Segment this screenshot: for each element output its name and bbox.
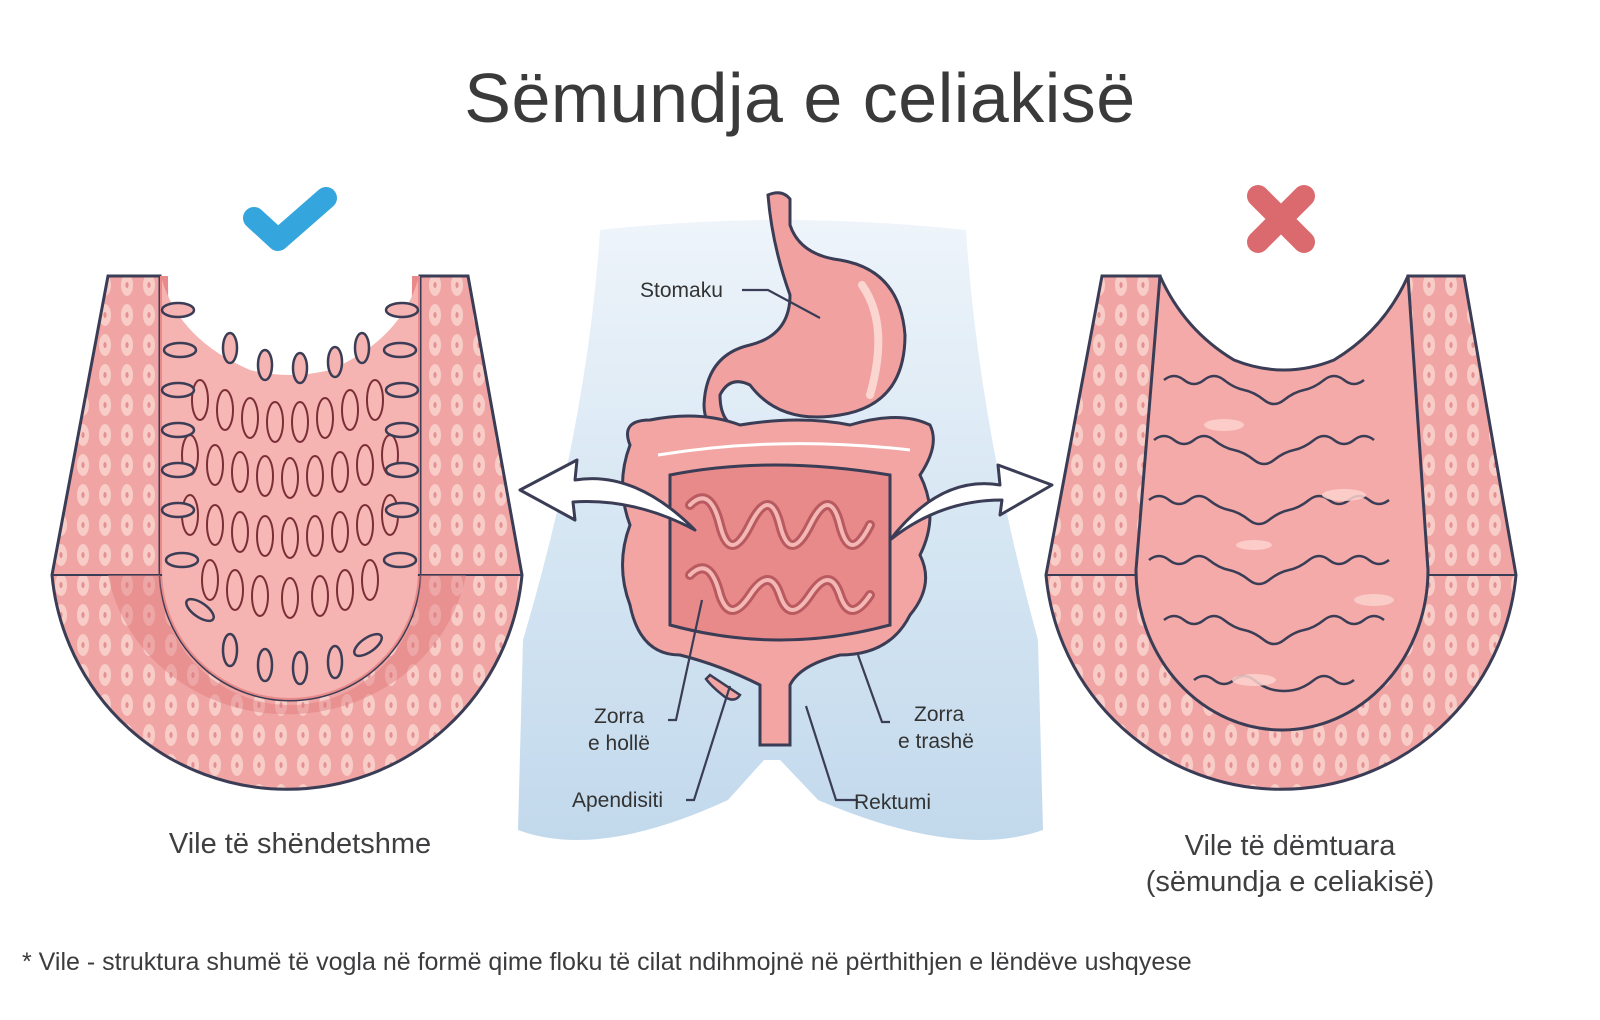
- cross-icon: [1247, 185, 1315, 253]
- damaged-villi-caption-line2: (sëmundja e celiakisë): [1145, 866, 1435, 898]
- label-rectum: Rektumi: [854, 791, 932, 814]
- label-small-intestine-line1: Zorra: [594, 705, 645, 728]
- check-icon: [243, 187, 337, 251]
- damaged-villi-illustration: [1044, 274, 1518, 791]
- stomach-shape: [702, 191, 907, 445]
- healthy-villi-illustration: [50, 274, 524, 791]
- label-large-intestine-line1: Zorra: [914, 703, 965, 726]
- label-appendix: Apendisiti: [572, 789, 664, 812]
- footnote: * Vile - struktura shumë të vogla në for…: [22, 948, 1192, 976]
- label-large-intestine-line2: e trashë: [898, 730, 974, 753]
- page-title: Sëmundja e celiakisë: [464, 59, 1136, 137]
- left-arrow-icon: [518, 458, 697, 532]
- label-small-intestine-line2: e hollë: [588, 732, 650, 755]
- digestive-organs: [621, 191, 935, 747]
- label-stomach: Stomaku: [640, 279, 723, 302]
- right-arrow-icon: [888, 463, 1054, 542]
- healthy-villi-caption: Vile të shëndetshme: [168, 828, 432, 860]
- damaged-villi-caption-line1: Vile të dëmtuara: [1184, 830, 1396, 862]
